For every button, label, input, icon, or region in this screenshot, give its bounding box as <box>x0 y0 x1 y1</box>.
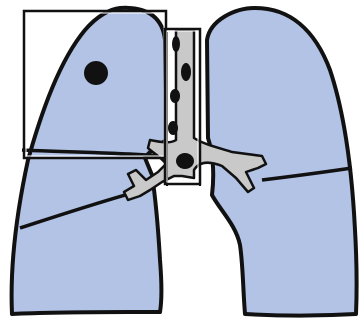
paratracheal-node-4 <box>168 121 178 135</box>
paratracheal-node-2 <box>181 63 191 81</box>
subcarinal-node <box>176 153 194 169</box>
paratracheal-node-1 <box>172 36 180 52</box>
paratracheal-node-3 <box>170 89 180 103</box>
lung-nodule <box>84 61 108 85</box>
right-lung <box>12 8 166 314</box>
